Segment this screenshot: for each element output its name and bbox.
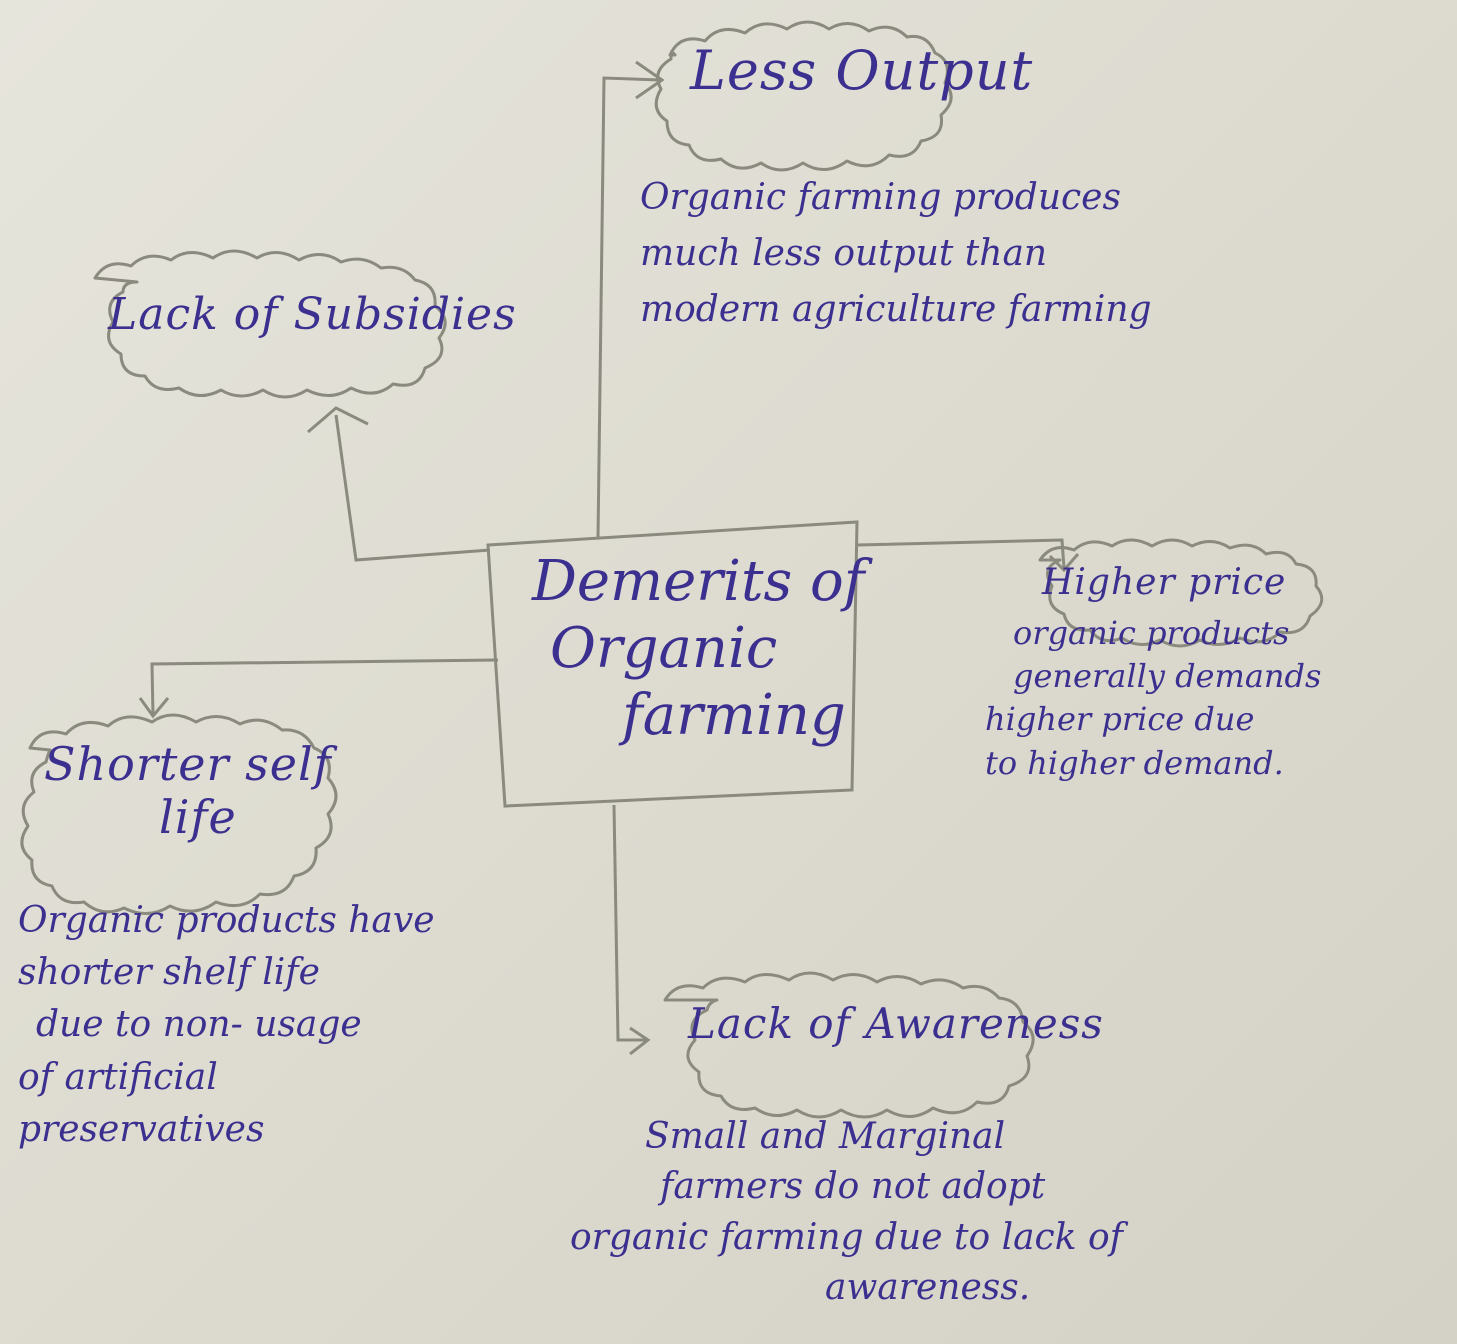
arrowhead-lack-subsidies bbox=[307, 406, 369, 434]
less-output-desc-line: much less output than bbox=[640, 232, 1048, 274]
shelf-life-desc-line: due to non- usage bbox=[36, 1004, 362, 1046]
cloud-less-output bbox=[654, 20, 953, 172]
cloud-lack-subsidies bbox=[93, 249, 447, 399]
higher-price-desc-line: to higher demand. bbox=[985, 743, 1284, 782]
awareness-desc-line: farmers do not adopt bbox=[660, 1166, 1046, 1208]
central-title-line2: Organic bbox=[550, 616, 778, 682]
less-output-description: Organic farming produces much less outpu… bbox=[640, 170, 1152, 337]
central-title-line3: farming bbox=[622, 683, 846, 749]
shelf-life-desc-line: shorter shelf life bbox=[18, 952, 320, 994]
connector-less-output bbox=[596, 76, 661, 539]
higher-price-desc-line: organic products bbox=[1013, 614, 1290, 652]
connector-lack-subsidies bbox=[334, 414, 491, 562]
awareness-desc-line: organic farming due to lack of bbox=[570, 1216, 1123, 1258]
higher-price-description: organic products generally demands highe… bbox=[985, 612, 1321, 785]
arrowhead-shelf-life bbox=[138, 697, 170, 719]
cloud-shelf-life bbox=[20, 713, 338, 915]
less-output-desc-line: modern agriculture farming bbox=[640, 288, 1152, 330]
awareness-heading: Lack of Awareness bbox=[688, 999, 1104, 1048]
connector-shelf-life bbox=[150, 658, 499, 716]
cloud-awareness bbox=[663, 971, 1035, 1119]
awareness-description: Small and Marginal farmers do not adopt … bbox=[570, 1112, 1123, 1314]
less-output-heading: Less Output bbox=[690, 39, 1034, 102]
connector-awareness bbox=[612, 804, 648, 1042]
shelf-life-heading: Shorter self life bbox=[44, 738, 332, 844]
cloud-higher-price bbox=[1038, 538, 1324, 648]
shelf-life-description: Organic products have shorter shelf life… bbox=[18, 895, 435, 1156]
central-box bbox=[486, 520, 859, 808]
higher-price-desc-line: higher price due bbox=[985, 700, 1255, 739]
higher-price-desc-line: generally demands bbox=[1013, 657, 1322, 696]
arrowhead-less-output bbox=[635, 60, 665, 100]
shelf-life-heading-line1: Shorter self bbox=[44, 737, 332, 791]
central-title: Demerits of Organic farming bbox=[532, 548, 864, 750]
awareness-desc-line: Small and Marginal bbox=[645, 1116, 1006, 1157]
awareness-desc-line: awareness. bbox=[825, 1267, 1031, 1309]
shelf-life-heading-line2: life bbox=[159, 789, 237, 844]
lack-subsidies-heading: Lack of Subsidies bbox=[108, 289, 517, 340]
higher-price-heading: Higher price bbox=[1042, 562, 1287, 603]
shelf-life-desc-line: Organic products have bbox=[18, 900, 435, 941]
shelf-life-desc-line: of artificial bbox=[18, 1056, 218, 1098]
connector-higher-price bbox=[856, 538, 1066, 569]
less-output-desc-line: Organic farming produces bbox=[640, 177, 1121, 218]
central-title-line1: Demerits of bbox=[532, 549, 865, 614]
arrowhead-awareness bbox=[629, 1026, 651, 1056]
shelf-life-desc-line: preservatives bbox=[18, 1108, 265, 1150]
